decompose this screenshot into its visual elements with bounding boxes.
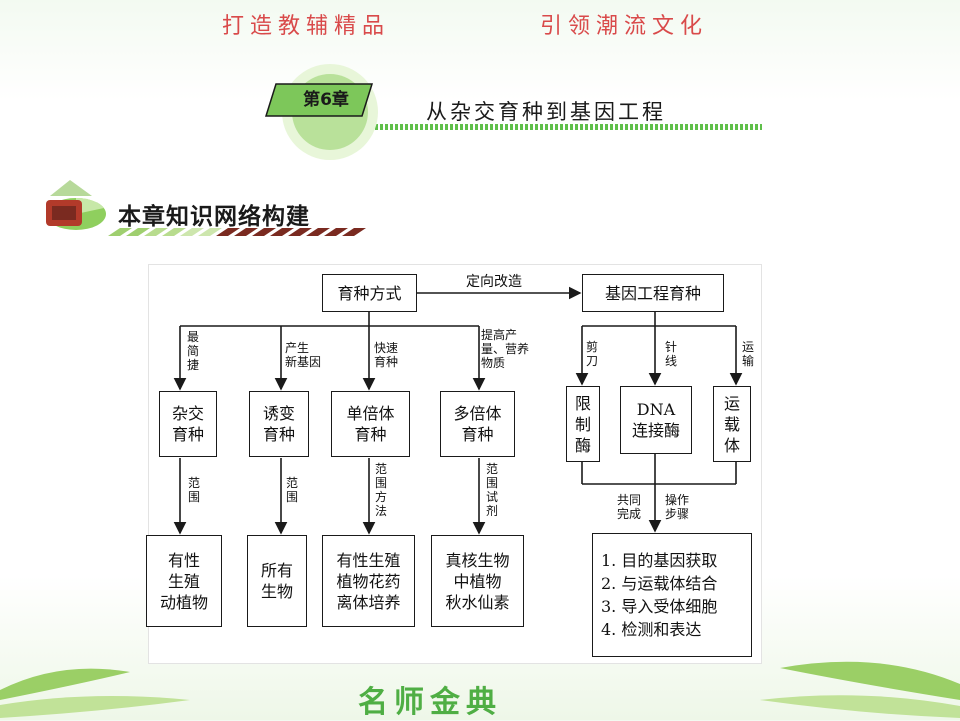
label-hybrid-range: 范 围 bbox=[188, 476, 201, 504]
step-item: 4. 检测和表达 bbox=[601, 620, 702, 639]
box-genetic-engineering-breeding: 基因工程育种 bbox=[582, 274, 724, 312]
step-item: 3. 导入受体细胞 bbox=[601, 597, 718, 616]
box-hybrid-scope: 有性 生殖 动植物 bbox=[146, 535, 222, 627]
label-operation-steps: 操作 步骤 bbox=[665, 493, 690, 521]
label-directed-modification: 定向改造 bbox=[466, 274, 522, 290]
box-mutation-breeding: 诱变 育种 bbox=[249, 391, 309, 457]
label-haploid-range: 范 围 方 法 bbox=[375, 462, 388, 518]
label-mutation-range: 范 围 bbox=[286, 476, 299, 504]
box-vector: 运 载 体 bbox=[713, 386, 751, 462]
box-haploid-breeding: 单倍体 育种 bbox=[331, 391, 410, 457]
slogan-right: 引领潮流文化 bbox=[540, 14, 709, 39]
box-polyploid-breeding: 多倍体 育种 bbox=[440, 391, 515, 457]
label-hybrid-edge: 最 简 捷 bbox=[187, 330, 200, 372]
label-scissors-edge: 剪 刀 bbox=[586, 340, 599, 368]
chapter-tag: 第6章 bbox=[303, 90, 349, 110]
label-polyploid-edge: 提高产 量、营养 物质 bbox=[481, 328, 530, 370]
box-dna-ligase: DNA 连接酶 bbox=[620, 386, 692, 454]
step-item: 2. 与运载体结合 bbox=[601, 574, 718, 593]
label-transport-edge: 运 输 bbox=[742, 340, 755, 368]
chapter-tag-shape bbox=[264, 83, 374, 117]
label-haploid-edge: 快速 育种 bbox=[374, 341, 399, 369]
label-needle-thread-edge: 针 线 bbox=[665, 340, 678, 368]
footer-leaf-decoration bbox=[0, 661, 960, 718]
box-restriction-enzyme: 限 制 酶 bbox=[566, 386, 600, 462]
label-mutation-edge: 产生 新基因 bbox=[285, 341, 322, 369]
footer-brand: 名师金典 bbox=[358, 685, 502, 720]
box-hybrid-breeding: 杂交 育种 bbox=[159, 391, 217, 457]
box-polyploid-scope: 真核生物 中植物 秋水仙素 bbox=[431, 535, 524, 627]
section-title: 本章知识网络构建 bbox=[118, 204, 310, 230]
box-haploid-scope: 有性生殖 植物花药 离体培养 bbox=[322, 535, 415, 627]
label-jointly-complete: 共同 完成 bbox=[617, 493, 642, 521]
knowledge-network-icon bbox=[46, 180, 106, 230]
section-title-stripes bbox=[108, 228, 366, 236]
chapter-title: 从杂交育种到基因工程 bbox=[426, 100, 666, 124]
step-item: 1. 目的基因获取 bbox=[601, 551, 718, 570]
slogan-left: 打造教辅精品 bbox=[222, 14, 391, 39]
label-polyploid-range: 范 围 试 剂 bbox=[486, 462, 499, 518]
box-operation-steps: 1. 目的基因获取 2. 与运载体结合 3. 导入受体细胞 4. 检测和表达 bbox=[592, 533, 752, 657]
box-mutation-scope: 所有 生物 bbox=[247, 535, 307, 627]
box-breeding-methods: 育种方式 bbox=[322, 274, 417, 312]
